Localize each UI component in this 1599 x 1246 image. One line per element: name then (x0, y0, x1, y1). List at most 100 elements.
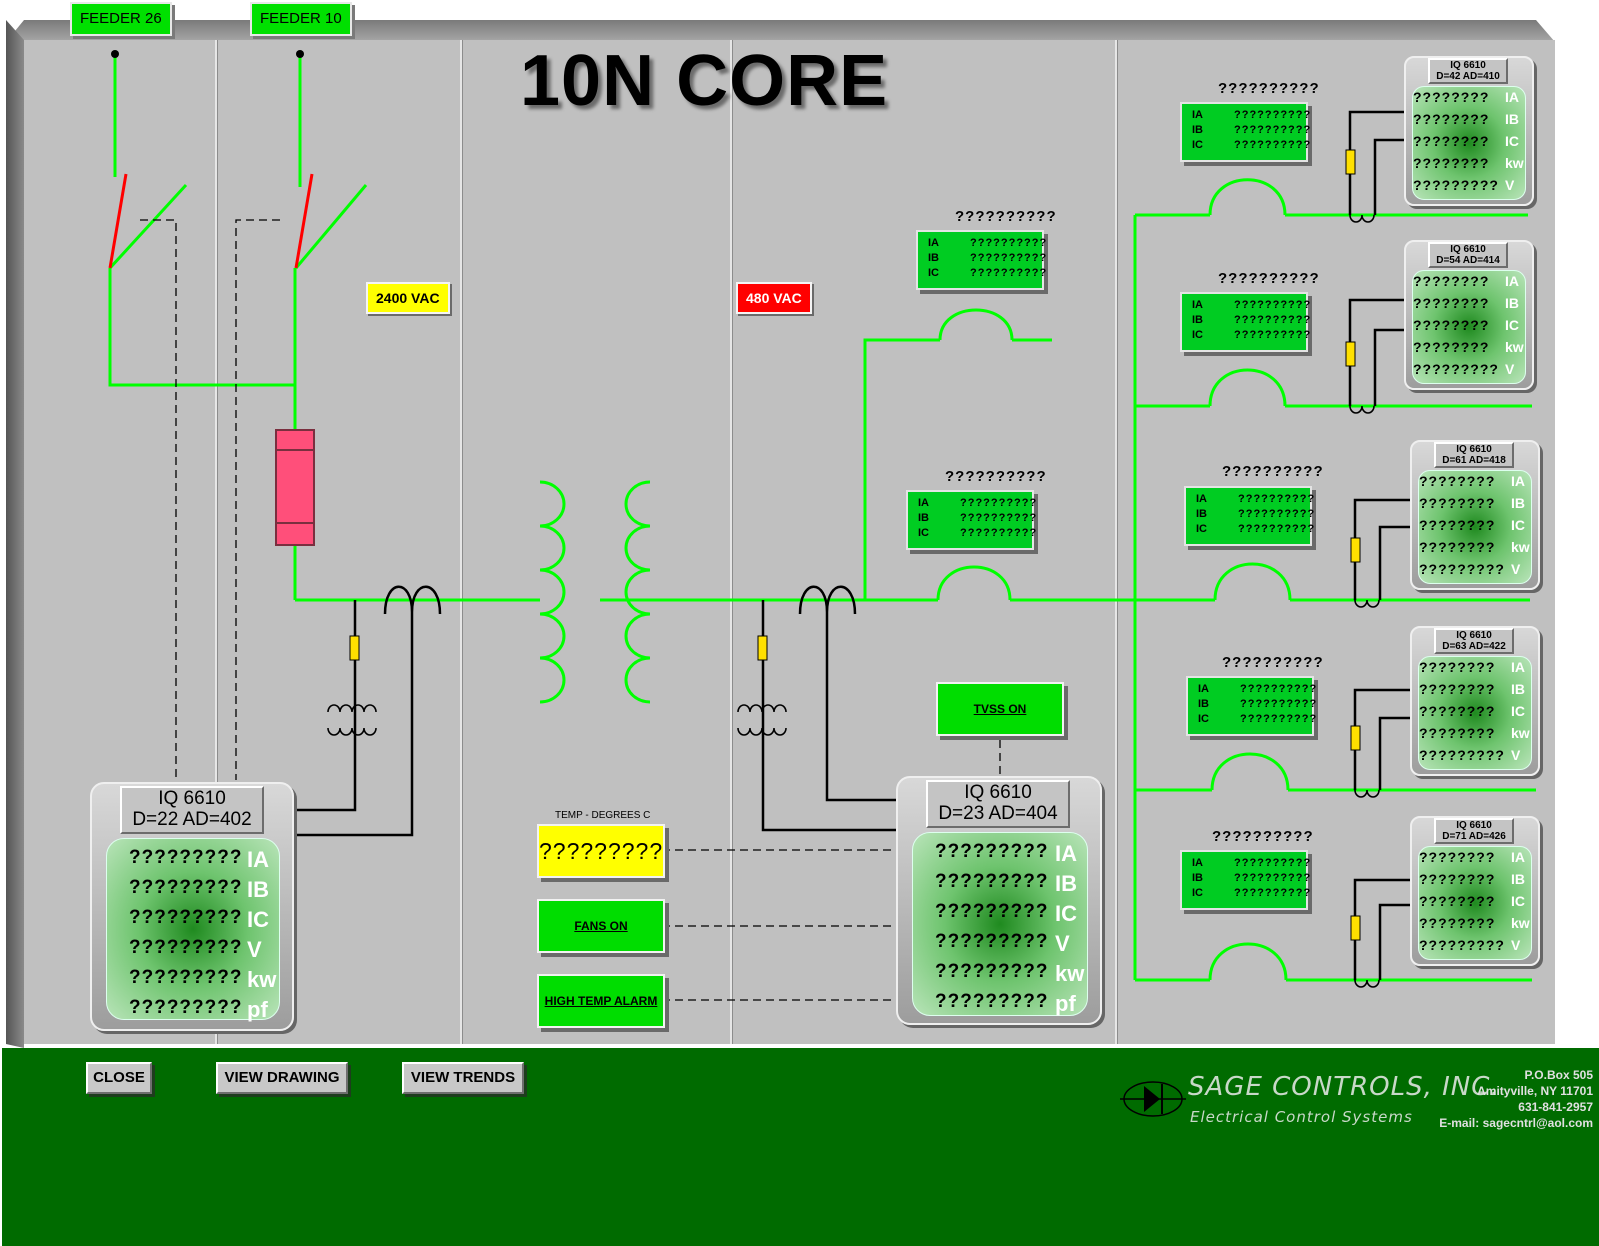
breaker-readout[interactable]: IA?????????? IB?????????? IC?????????? (1180, 102, 1312, 162)
breaker-label: ?????????? (945, 468, 1047, 485)
close-button[interactable]: CLOSE (86, 1062, 152, 1094)
view-drawing-button[interactable]: VIEW DRAWING (216, 1062, 348, 1094)
main-fuse (275, 429, 315, 546)
small-fuses (349, 149, 1361, 941)
phase-value: ?????????? (960, 527, 1038, 539)
phase-value: ?????????? (970, 252, 1048, 264)
phase-value: ?????????? (970, 267, 1048, 279)
meter-value: ????????? (935, 841, 1049, 862)
meter-value: ????????? (1413, 177, 1499, 193)
company-tagline: Electrical Control Systems (1190, 1108, 1413, 1126)
breaker-readout[interactable]: IA?????????? IB?????????? IC?????????? (916, 230, 1048, 290)
phase-name: IA (1192, 857, 1203, 869)
phase-value: ?????????? (1234, 872, 1312, 884)
address-line: P.O.Box 505 (1524, 1068, 1593, 1082)
meter-model: IQ 6610 (964, 782, 1032, 803)
tvss-on-indicator[interactable]: TVSS ON (936, 682, 1064, 736)
breaker-readout[interactable]: IA?????????? IB?????????? IC?????????? (1180, 850, 1312, 910)
phase-value: ?????????? (1238, 493, 1316, 505)
meter-value: ???????? (1419, 539, 1496, 555)
meter-label: IB (1511, 871, 1525, 887)
meter-label: IB (1505, 111, 1519, 127)
meter-label: V (1055, 931, 1070, 956)
breaker-readout[interactable]: IA?????????? IB?????????? IC?????????? (906, 490, 1038, 550)
breaker-label: ?????????? (1212, 828, 1314, 845)
main-meter-402[interactable]: IQ 6610 D=22 AD=402 ?????????IA ????????… (90, 782, 294, 1031)
phase-name: IC (1192, 139, 1203, 151)
breaker-blades (108, 173, 314, 269)
breaker-readout[interactable]: IA?????????? IB?????????? IC?????????? (1180, 292, 1312, 352)
meter-label: V (1505, 177, 1515, 193)
phase-value: ?????????? (1238, 523, 1316, 535)
feeder-26-label[interactable]: FEEDER 26 (70, 2, 172, 36)
meter-value: ????????? (129, 907, 243, 928)
meter-value: ???????? (1413, 295, 1490, 311)
meter-value: ???????? (1419, 517, 1496, 533)
main-meter-404[interactable]: IQ 6610 D=23 AD=404 ?????????IA ????????… (896, 776, 1102, 1025)
address-line: E-mail: sagecntrl@aol.com (1439, 1116, 1593, 1130)
meter-label: kw (1505, 339, 1524, 355)
panel-top-bevel (6, 20, 1555, 42)
phase-name: IB (1196, 508, 1207, 520)
breaker-label: ?????????? (1222, 654, 1324, 671)
phase-value: ?????????? (1240, 713, 1318, 725)
phase-value: ?????????? (1238, 508, 1316, 520)
phase-value: ?????????? (1240, 698, 1318, 710)
meter-address: D=63 AD=422 (1442, 641, 1506, 652)
meter-model: IQ 6610 (1450, 60, 1486, 71)
temperature-caption: TEMP - DEGREES C (555, 810, 651, 821)
meter-value: ???????? (1413, 273, 1490, 289)
meter-value: ???????? (1413, 89, 1490, 105)
phase-value: ?????????? (1234, 314, 1312, 326)
meter-label: IA (1505, 89, 1519, 105)
breaker-label: ?????????? (955, 208, 1057, 225)
meter-value: ????????? (129, 997, 243, 1018)
meter-label: IB (1505, 295, 1519, 311)
high-temp-alarm-indicator[interactable]: HIGH TEMP ALARM (537, 974, 665, 1028)
meter-label: IC (1055, 901, 1077, 926)
meter-label: V (1511, 561, 1521, 577)
meter-label: pf (247, 997, 268, 1022)
instrument-wiring (295, 110, 1412, 980)
meter-value: ????????? (935, 991, 1049, 1012)
view-trends-button[interactable]: VIEW TRENDS (402, 1062, 524, 1094)
phase-name: IB (928, 252, 939, 264)
phase-value: ?????????? (1240, 683, 1318, 695)
phase-value: ?????????? (1234, 139, 1312, 151)
meter-value: ???????? (1413, 133, 1490, 149)
meter-label: IC (1511, 703, 1525, 719)
meter-label: IA (247, 847, 269, 872)
phase-name: IA (928, 237, 939, 249)
meter-label: IA (1511, 659, 1525, 675)
breaker-readout[interactable]: IA?????????? IB?????????? IC?????????? (1184, 486, 1316, 546)
phase-value: ?????????? (1234, 887, 1312, 899)
meter-label: IA (1511, 849, 1525, 865)
phase-name: IC (1196, 523, 1207, 535)
meter-address: D=71 AD=426 (1442, 831, 1506, 842)
meter-value: ????????? (935, 871, 1049, 892)
meter-label: IB (1511, 681, 1525, 697)
phase-value: ?????????? (960, 497, 1038, 509)
meter-label: IC (1511, 893, 1525, 909)
meter-label: IB (247, 877, 269, 902)
meter-label: IA (1505, 273, 1519, 289)
meter-value: ????????? (1413, 361, 1499, 377)
meter-label: IA (1055, 841, 1077, 866)
breaker-readout[interactable]: IA?????????? IB?????????? IC?????????? (1186, 676, 1318, 736)
fans-on-indicator[interactable]: FANS ON (537, 899, 665, 953)
feeder-10-label[interactable]: FEEDER 10 (250, 2, 352, 36)
breaker-label: ?????????? (1222, 463, 1324, 480)
meter-label: IC (1511, 517, 1525, 533)
meter-value: ????????? (935, 931, 1049, 952)
temperature-readout[interactable]: ????????? (537, 824, 665, 878)
meter-value: ???????? (1413, 111, 1490, 127)
phase-value: ?????????? (1234, 299, 1312, 311)
phase-name: IB (1192, 314, 1203, 326)
meter-value: ???????? (1419, 915, 1496, 931)
meter-model: IQ 6610 (158, 788, 226, 809)
